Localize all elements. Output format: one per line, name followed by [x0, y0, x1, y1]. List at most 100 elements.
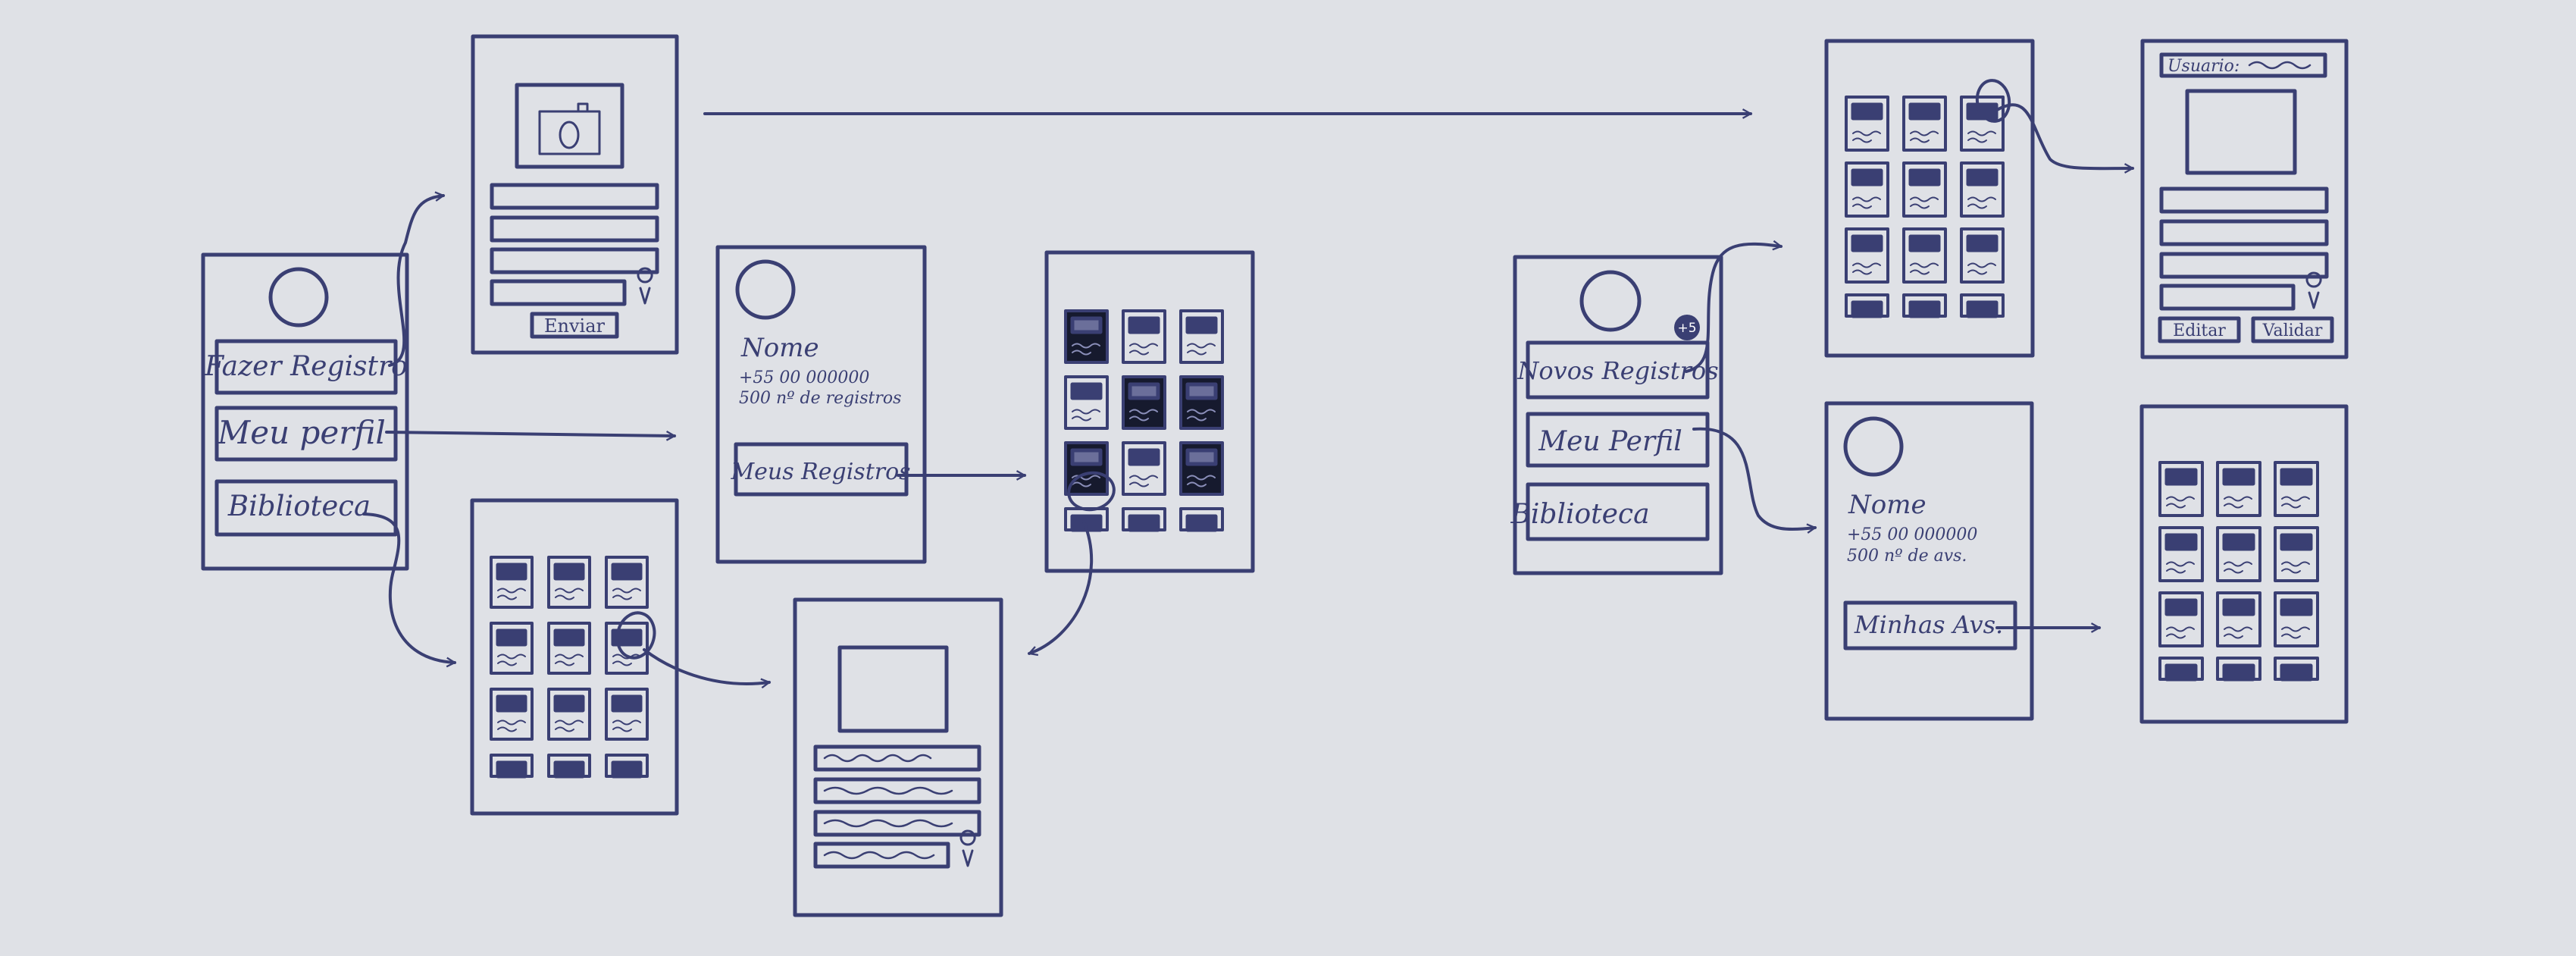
- user-library-screen: [470, 498, 679, 816]
- thumbnail[interactable]: [547, 622, 591, 675]
- thumbnail[interactable]: [490, 622, 534, 675]
- thumbnail[interactable]: [490, 688, 534, 741]
- thumbnail[interactable]: [1845, 96, 1889, 152]
- image-icon: [1070, 448, 1103, 466]
- avatar: [1843, 416, 1904, 477]
- profile-count: 500 nº de registros: [739, 389, 901, 408]
- thumbnail[interactable]: [1179, 309, 1224, 364]
- thumbnail[interactable]: [2274, 461, 2319, 517]
- image-icon: [1851, 234, 1883, 252]
- thumbnail[interactable]: [605, 688, 649, 741]
- thumbnail[interactable]: [1960, 227, 2005, 284]
- thumbnail[interactable]: [1845, 161, 1889, 218]
- thumbnail[interactable]: [1064, 375, 1109, 430]
- register-form-screen: [471, 34, 679, 355]
- thumbnail-grid: [1845, 96, 2005, 318]
- thumbnail[interactable]: [605, 622, 649, 675]
- image-icon: [1966, 300, 1999, 318]
- thumbnail-grid: [490, 556, 649, 779]
- my-validations-button[interactable]: [1843, 600, 2017, 650]
- arrow-to-profile: [385, 431, 675, 436]
- thumbnail[interactable]: [2158, 591, 2204, 647]
- thumbnail[interactable]: [605, 556, 649, 609]
- thumbnail[interactable]: [2216, 526, 2261, 582]
- profile-phone: +55 00 000000: [739, 368, 869, 387]
- thumbnail[interactable]: [2216, 461, 2261, 517]
- thumbnail[interactable]: [1845, 293, 1889, 318]
- edit-button[interactable]: [2158, 316, 2241, 343]
- thumbnail[interactable]: [1122, 309, 1166, 364]
- image-icon: [1128, 316, 1160, 334]
- validate-button[interactable]: [2251, 316, 2334, 343]
- new-records-button[interactable]: [1526, 340, 1710, 400]
- thumbnail[interactable]: [1122, 441, 1166, 496]
- image-icon: [553, 563, 585, 581]
- thumbnail[interactable]: [2158, 657, 2204, 682]
- thumbnail[interactable]: [1179, 441, 1224, 496]
- thumbnail-grid: [2158, 461, 2319, 682]
- image-icon: [611, 628, 643, 647]
- thumbnail[interactable]: [1064, 441, 1109, 496]
- my-records-button[interactable]: [734, 442, 909, 497]
- thumbnail[interactable]: [1845, 227, 1889, 284]
- thumbnail[interactable]: [547, 688, 591, 741]
- form-field: [490, 247, 659, 274]
- avatar: [268, 267, 329, 328]
- validator-profile-button-label: Meu Perfil: [1538, 426, 1682, 457]
- arrow-to-library: [362, 512, 455, 663]
- thumbnail[interactable]: [547, 556, 591, 609]
- thumbnail[interactable]: [1960, 293, 2005, 318]
- image-icon: [2222, 598, 2255, 616]
- thumbnail[interactable]: [2216, 657, 2261, 682]
- image-icon: [496, 563, 527, 581]
- form-field: [490, 183, 659, 210]
- validator-profile-phone: +55 00 000000: [1847, 525, 1977, 544]
- location-pin-icon: [959, 829, 976, 867]
- thumbnail[interactable]: [2158, 526, 2204, 582]
- thumbnail[interactable]: [2274, 526, 2319, 582]
- image-icon: [553, 760, 585, 779]
- validate-button-label: Validar: [2262, 321, 2323, 340]
- record-detail-screen: [793, 597, 1003, 917]
- flow-arrows: [362, 103, 2133, 684]
- send-button[interactable]: [530, 312, 619, 339]
- image-icon: [1128, 448, 1160, 466]
- selection-circles: [615, 79, 2011, 660]
- thumbnail[interactable]: [2158, 461, 2204, 517]
- image-icon: [553, 694, 585, 713]
- thumbnail[interactable]: [547, 754, 591, 779]
- thumbnail[interactable]: [1122, 375, 1166, 430]
- register-button[interactable]: [214, 339, 398, 395]
- arrow-to-record-detail: [1029, 520, 1094, 654]
- thumbnail[interactable]: [2274, 657, 2319, 682]
- thumbnail[interactable]: [1902, 161, 1947, 218]
- image-icon: [611, 694, 643, 713]
- thumbnail[interactable]: [1064, 309, 1109, 364]
- thumbnail[interactable]: [1179, 507, 1224, 532]
- thumbnail[interactable]: [1960, 96, 2005, 152]
- thumbnail[interactable]: [1122, 507, 1166, 532]
- thumbnail[interactable]: [1902, 96, 1947, 152]
- thumbnail[interactable]: [1960, 161, 2005, 218]
- thumbnail[interactable]: [2216, 591, 2261, 647]
- image-placeholder: [2185, 89, 2297, 175]
- validator-library-button[interactable]: [1526, 482, 1710, 541]
- thumbnail[interactable]: [1902, 293, 1947, 318]
- thumbnail[interactable]: [2274, 591, 2319, 647]
- thumbnail[interactable]: [490, 556, 534, 609]
- thumbnail[interactable]: [605, 754, 649, 779]
- image-icon: [1851, 102, 1883, 121]
- image-icon: [2222, 663, 2255, 682]
- thumbnail[interactable]: [1902, 227, 1947, 284]
- validator-profile-button[interactable]: [1526, 412, 1710, 468]
- image-placeholder: [837, 645, 949, 733]
- image-icon: [1851, 300, 1883, 318]
- image-icon: [1966, 234, 1999, 252]
- image-icon: [2222, 468, 2255, 486]
- library-button[interactable]: [214, 479, 398, 537]
- thumbnail[interactable]: [490, 754, 534, 779]
- thumbnail[interactable]: [1179, 375, 1224, 430]
- image-icon: [1908, 300, 1941, 318]
- image-icon: [2164, 533, 2198, 551]
